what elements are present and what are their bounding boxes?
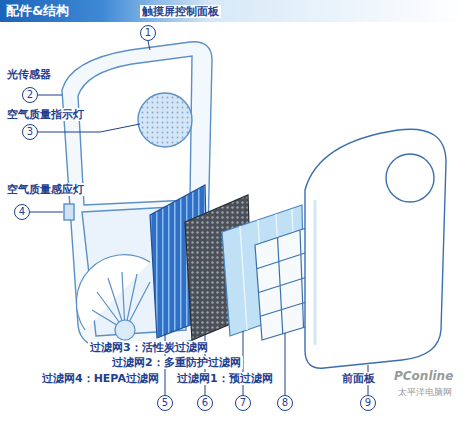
part-label: 空气质量指示灯 <box>5 108 86 121</box>
callout-number: 2 <box>27 90 33 100</box>
callout-number: 5 <box>162 398 168 408</box>
callout-circle: 4 <box>14 204 30 220</box>
callout-number: 6 <box>202 398 208 408</box>
part-label: 过滤网4：HEPA过滤网 <box>40 372 161 385</box>
callout-circle: 6 <box>197 395 213 411</box>
callout-number: 1 <box>145 28 151 38</box>
callout-circle: 8 <box>277 395 293 411</box>
callout-circle: 7 <box>235 395 251 411</box>
title-band <box>0 0 467 22</box>
callout-number: 7 <box>240 398 246 408</box>
front-panel <box>305 129 446 368</box>
part-label: 空气质量感应灯 <box>5 183 86 196</box>
callout-circle: 1 <box>140 25 156 41</box>
callout-circle: 5 <box>157 395 173 411</box>
part-label: 光传感器 <box>5 68 53 81</box>
callout-circle: 3 <box>22 124 38 140</box>
watermark: PConline <box>392 370 455 383</box>
part-label: 前面板 <box>340 372 377 385</box>
leader-lines <box>30 41 368 395</box>
part-label: 过滤网2：多重防护过滤网 <box>110 356 243 369</box>
callout-number: 9 <box>365 398 371 408</box>
title: 配件&结构 <box>6 3 69 19</box>
fan <box>76 255 150 340</box>
callout-circle: 9 <box>360 395 376 411</box>
callout-number: 4 <box>19 207 25 217</box>
callout-number: 3 <box>27 127 33 137</box>
part-label: 过滤网1：预过滤网 <box>175 372 275 385</box>
watermark: 太平洋电脑网 <box>396 386 454 399</box>
part-label: 过滤网3：活性炭过滤网 <box>88 341 210 354</box>
part-label: 触摸屏控制面板 <box>140 5 221 18</box>
callout-number: 8 <box>282 398 288 408</box>
callout-circle: 2 <box>22 87 38 103</box>
